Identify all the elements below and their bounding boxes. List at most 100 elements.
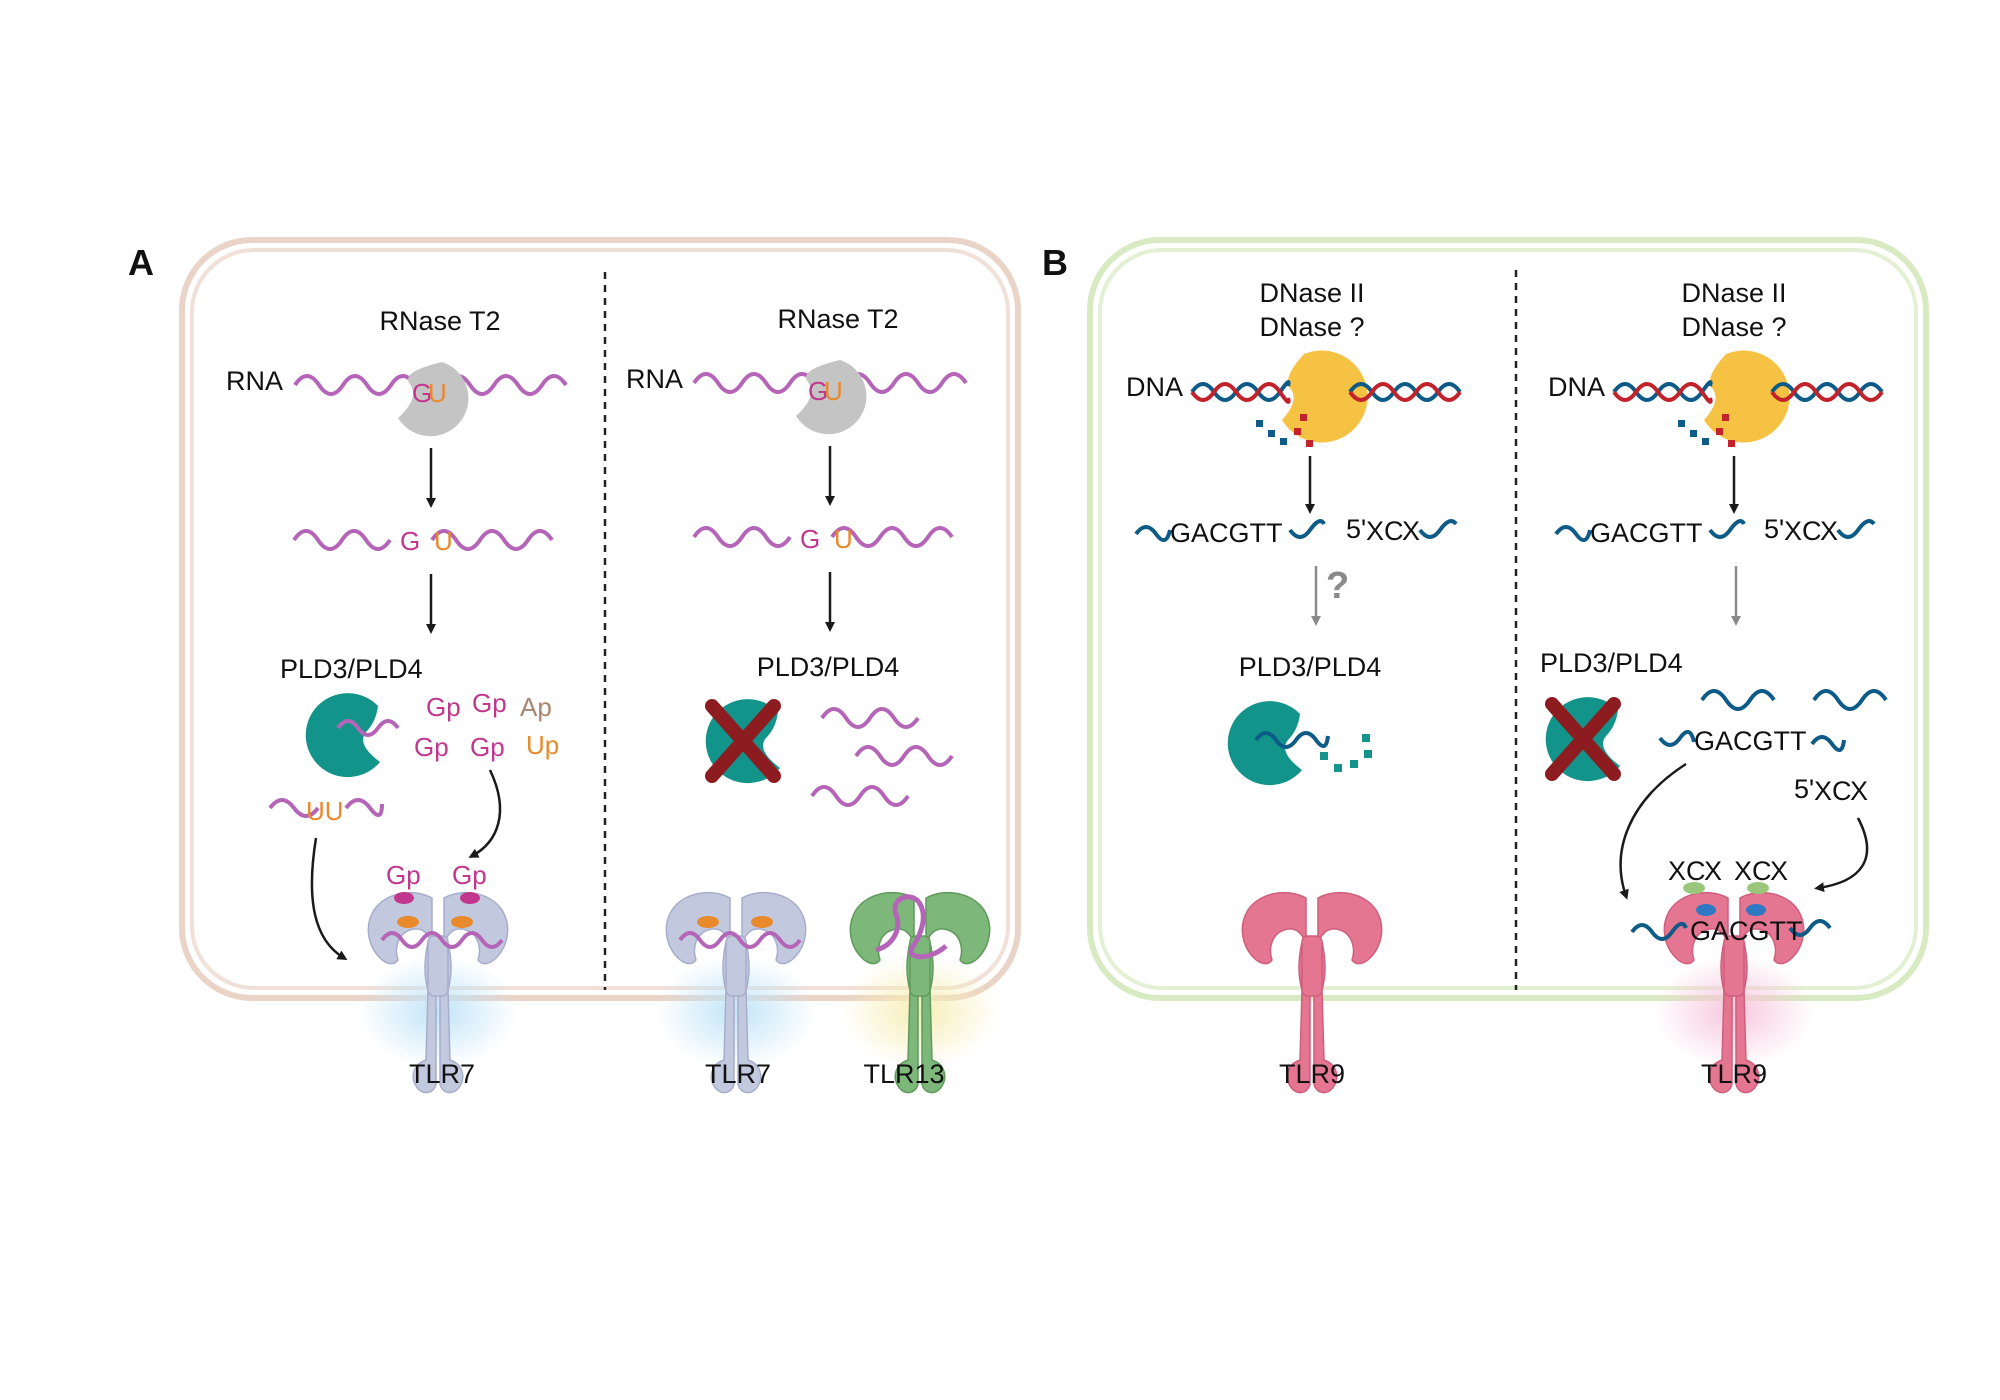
dna-motif-strand-right-d: [1810, 735, 1846, 752]
arrow-xcx-to-tlr9: [1814, 817, 1869, 893]
panel-b-cell-inner: [1098, 248, 1918, 990]
tlr13-label: TLR13: [863, 1059, 944, 1089]
bound-motif: GACGTT: [1690, 916, 1803, 946]
rna-label-left: RNA: [226, 366, 283, 396]
panel-a-letter: A: [128, 242, 154, 283]
panel-b-cell-outer: [1087, 237, 1929, 1001]
dna-strand-left-red: [1190, 382, 1462, 404]
rnase-t2-label-left: RNase T2: [379, 306, 500, 336]
u-site-3: [697, 916, 719, 928]
dnase-label-left-2: DNase ?: [1259, 312, 1364, 342]
inactive-cross-icon-a: [705, 699, 781, 783]
xcx-site-2: [1747, 882, 1769, 894]
dna-motif-strand-left-a: [1134, 525, 1172, 542]
rnase-t2-label-right: RNase T2: [777, 304, 898, 334]
bound-xcx-1b: C: [1686, 856, 1706, 886]
tlr7-glow-left: [358, 956, 518, 1068]
tlr9-label-left: TLR9: [1279, 1059, 1345, 1089]
dna-label-left: DNA: [1126, 372, 1183, 402]
u-site-2: [451, 916, 473, 928]
rna-cleaved-right: [692, 526, 954, 548]
dna-motif-strand-right-b: [1708, 519, 1746, 539]
dna-strand-right-red: [1612, 382, 1884, 404]
u-nucleotide-right: U: [824, 376, 843, 406]
u-cleaved-right: U: [834, 524, 853, 554]
arrow-gp-to-tlr7: [468, 769, 502, 858]
xcx-right-free-c: C: [1832, 776, 1852, 806]
u-nucleotide-left: U: [428, 378, 447, 408]
xcx-right-free-x2: X: [1850, 776, 1868, 806]
gp-site-2: [460, 892, 480, 904]
rna-cleaved-left: [292, 529, 554, 551]
panel-b-letter: B: [1042, 242, 1068, 283]
dna-strand-right-blue: [1612, 380, 1884, 402]
xcx-right-free-x1: X: [1814, 776, 1832, 806]
question-mark: ?: [1326, 565, 1349, 607]
product-ap: Ap: [520, 692, 552, 722]
xcx-left-c: C: [1384, 516, 1404, 546]
arrow-motif-to-tlr9: [1619, 762, 1687, 900]
bound-xcx-2a: X: [1734, 856, 1752, 886]
xcx-right-x2: X: [1820, 516, 1838, 546]
bound-gp-2: Gp: [452, 860, 487, 890]
dna-undigested-2: [1812, 689, 1888, 711]
bound-gp-1: Gp: [386, 860, 421, 890]
rnase-t2-enzyme-left: [398, 362, 469, 437]
g-cleaved-left: G: [400, 526, 420, 556]
dna-fragments-left: [1256, 414, 1313, 447]
rna-uu-strand: [268, 798, 384, 818]
bound-xcx-1c: X: [1704, 856, 1722, 886]
u-site-4: [751, 916, 773, 928]
dna-motif-strand-left-b: [1288, 519, 1326, 539]
rna-loop-tlr13: [875, 894, 948, 960]
xcx-right-x1: X: [1784, 516, 1802, 546]
arrow-uu-to-tlr7: [310, 837, 348, 961]
pld-label-b-left: PLD3/PLD4: [1239, 652, 1382, 682]
rnase-t2-enzyme-right: [796, 360, 867, 435]
tlr9-glow-right: [1654, 956, 1814, 1068]
rna-in-pld-left: [336, 719, 400, 737]
dna-motif-strand-right-a: [1554, 525, 1592, 542]
dna-strand-left-blue: [1190, 380, 1462, 402]
pld-enzyme-left: [305, 693, 380, 778]
pld-label-left: PLD3/PLD4: [280, 654, 423, 684]
dna-xcx-strand-left: [1418, 519, 1458, 539]
rna-uncleaved-1: [820, 707, 920, 729]
rna-uncleaved-3: [810, 785, 910, 807]
dna-undigested-1: [1700, 689, 1776, 711]
tlr7-label-left: TLR7: [409, 1059, 475, 1089]
rna-strand-left-top: [293, 374, 568, 396]
dna-fragments-right: [1678, 414, 1735, 447]
tlr9-label-right: TLR9: [1701, 1059, 1767, 1089]
rna-uncleaved-2: [854, 745, 954, 767]
five-prime-right: 5': [1764, 514, 1784, 544]
motif-right: GACGTT: [1590, 518, 1703, 548]
dna-label-right: DNA: [1548, 372, 1605, 402]
g-nucleotide-left: G: [412, 378, 432, 408]
tlr7-glow-right: [656, 956, 816, 1068]
cpg-site-2: [1746, 904, 1766, 916]
dna-motif-strand-right-c: [1658, 730, 1696, 747]
rna-bound-tlr7-left: [380, 931, 504, 949]
cpg-site-1: [1696, 904, 1716, 916]
dna-bound-tlr9-strand: [1630, 919, 1832, 941]
g-cleaved-right: G: [800, 524, 820, 554]
dnase-label-right-2: DNase ?: [1681, 312, 1786, 342]
motif-left: GACGTT: [1170, 518, 1283, 548]
inactive-cross-icon-b: [1545, 697, 1621, 781]
pld-label-right: PLD3/PLD4: [757, 652, 900, 682]
tlr13-glow: [840, 956, 1000, 1068]
pld-enzyme-b-left: [1227, 701, 1302, 786]
xcx-right-c: C: [1802, 516, 1822, 546]
gp-site-1: [394, 892, 414, 904]
five-prime-right-free: 5': [1794, 774, 1814, 804]
product-gp-2: Gp: [472, 688, 507, 718]
rna-bound-tlr7-right: [678, 931, 802, 949]
tlr7-label-right: TLR7: [705, 1059, 771, 1089]
dna-xcx-strand-right: [1836, 519, 1876, 539]
dna-in-pld-b-left: [1254, 731, 1330, 749]
bound-xcx-2c: X: [1770, 856, 1788, 886]
product-gp-1: Gp: [426, 692, 461, 722]
pld-label-b-right: PLD3/PLD4: [1540, 648, 1683, 678]
